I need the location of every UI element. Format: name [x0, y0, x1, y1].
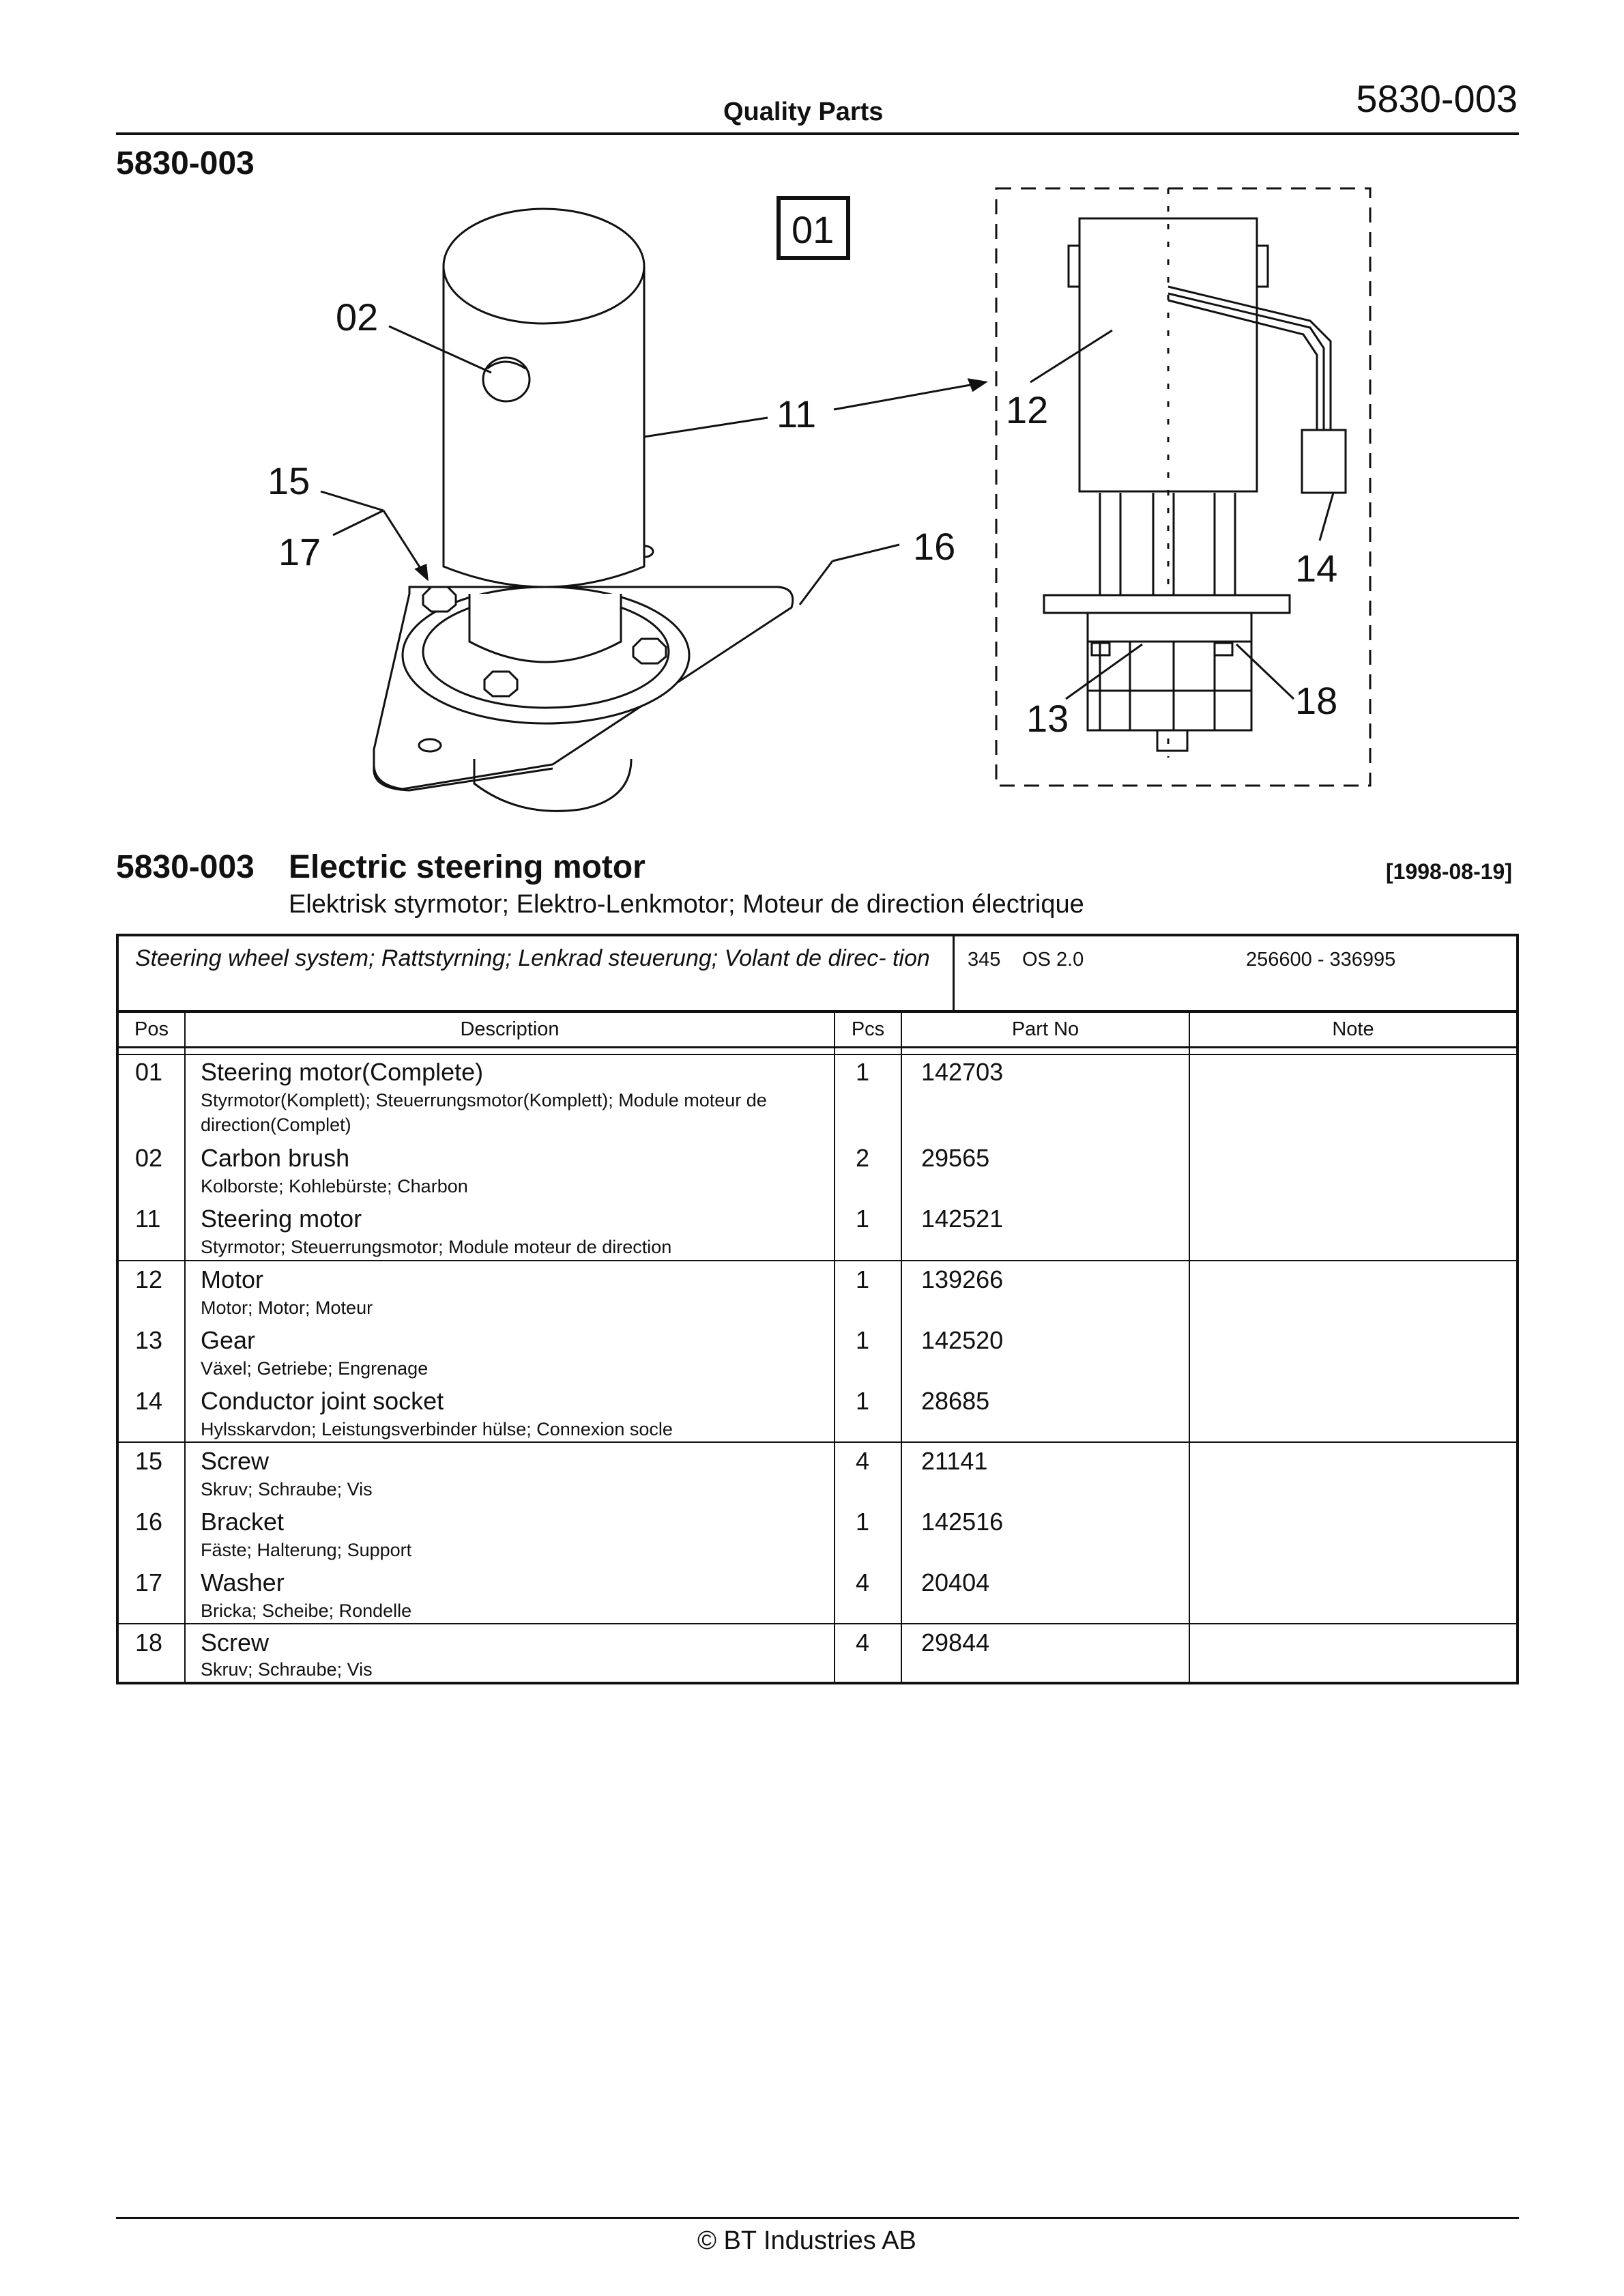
row-name: Screw [201, 1447, 270, 1475]
row-part-no: 29844 [921, 1628, 990, 1656]
callout-13: 13 [1026, 697, 1069, 740]
row-pcs: 1 [856, 1205, 870, 1233]
row-name: Bracket [201, 1508, 285, 1536]
callout-12: 12 [1006, 388, 1048, 431]
system-model: 345 [968, 949, 1001, 971]
row-pcs: 4 [856, 1628, 870, 1656]
row-pcs: 1 [856, 1058, 870, 1086]
row-translations: Bricka; Scheibe; Rondelle [201, 1601, 412, 1621]
row-pcs: 2 [856, 1144, 870, 1172]
header-double-rule [119, 1054, 1516, 1055]
row-translations: Växel; Getriebe; Engrenage [201, 1358, 429, 1379]
callout-14: 14 [1295, 547, 1337, 590]
col-divider [834, 1010, 835, 1684]
row-part-no: 28685 [921, 1387, 990, 1415]
row-part-no: 142703 [921, 1058, 1004, 1086]
header-label: Quality Parts [723, 98, 884, 126]
row-part-no: 142520 [921, 1326, 1004, 1354]
col-divider [901, 1010, 902, 1684]
row-part-no: 142516 [921, 1508, 1004, 1536]
callout-17: 17 [278, 530, 321, 573]
row-translations: Fäste; Halterung; Support [201, 1540, 412, 1560]
row-translations: Hylsskarvdon; Leistungsverbinder hülse; … [201, 1419, 673, 1439]
section-subtitle: Elektrisk styrmotor; Elektro-Lenkmotor; … [289, 890, 1084, 919]
row-pos: 15 [135, 1447, 163, 1475]
parts-table: Steering wheel system; Rattstyrning; Len… [116, 934, 1519, 1684]
row-name: Carbon brush [201, 1144, 350, 1172]
system-description: Steering wheel system; Rattstyrning; Len… [135, 945, 930, 971]
row-pos: 14 [135, 1387, 163, 1415]
row-translations: Motor; Motor; Moteur [201, 1297, 373, 1318]
group-divider [119, 1441, 1516, 1443]
system-divider [953, 936, 955, 1010]
section-title: Electric steering motor [289, 849, 646, 885]
row-pos: 17 [135, 1568, 163, 1596]
row-name: Conductor joint socket [201, 1387, 444, 1415]
row-name: Washer [201, 1568, 285, 1596]
row-pcs: 1 [856, 1265, 870, 1293]
row-pcs: 1 [856, 1326, 870, 1354]
row-part-no: 29565 [921, 1144, 990, 1172]
row-pcs: 1 [856, 1508, 870, 1536]
callout-02: 02 [336, 296, 378, 339]
row-pcs: 4 [856, 1568, 870, 1596]
section-number: 5830-003 [116, 849, 255, 885]
page-id: 5830-003 [1356, 77, 1518, 120]
parts-drawing: 01 02 11 12 14 15 16 17 13 18 [267, 187, 1372, 812]
callout-16: 16 [913, 525, 955, 568]
row-part-no: 21141 [921, 1447, 988, 1475]
row-pos: 01 [135, 1058, 163, 1086]
row-pos: 13 [135, 1326, 163, 1354]
group-divider [119, 1260, 1516, 1261]
callout-11: 11 [777, 392, 816, 435]
row-pcs: 1 [856, 1387, 870, 1415]
row-pos: 16 [135, 1508, 163, 1536]
row-name: Motor [201, 1265, 264, 1293]
row-name: Steering motor [201, 1205, 362, 1233]
row-name: Gear [201, 1326, 256, 1354]
col-header-part-no: Part No [902, 1010, 1189, 1048]
row-translations: Skruv; Schraube; Vis [201, 1659, 373, 1680]
row-name: Steering motor(Complete) [201, 1058, 484, 1086]
header-divider [116, 132, 1519, 135]
col-header-description: Description [186, 1010, 834, 1048]
footer-divider [116, 2217, 1519, 2219]
row-part-no: 139266 [921, 1265, 1004, 1293]
row-pos: 12 [135, 1265, 163, 1293]
system-row: Steering wheel system; Rattstyrning; Len… [119, 936, 1516, 1013]
row-translations: Skruv; Schraube; Vis [201, 1479, 373, 1499]
row-name: Screw [201, 1628, 270, 1656]
row-part-no: 20404 [921, 1568, 990, 1596]
system-serial-range: 256600 - 336995 [1246, 949, 1396, 971]
callout-18: 18 [1295, 679, 1337, 722]
col-header-pcs: Pcs [835, 1010, 901, 1048]
col-divider [1189, 1010, 1190, 1684]
document-number: 5830-003 [116, 145, 255, 182]
group-divider [119, 1623, 1516, 1624]
row-translations: Styrmotor; Steuerrungsmotor; Module mote… [201, 1237, 672, 1257]
row-pos: 18 [135, 1628, 163, 1656]
row-translations: Kolborste; Kohlebürste; Charbon [201, 1176, 468, 1196]
callout-01: 01 [792, 208, 834, 251]
row-translations: Styrmotor(Komplett); Steuerrungsmotor(Ko… [201, 1090, 767, 1135]
row-pcs: 4 [856, 1447, 870, 1475]
system-option: OS 2.0 [1022, 949, 1084, 971]
revision-date: [1998-08-19] [1386, 859, 1512, 884]
col-header-note: Note [1190, 1010, 1516, 1048]
row-pos: 02 [135, 1144, 163, 1172]
row-part-no: 142521 [921, 1205, 1004, 1233]
col-header-pos: Pos [119, 1010, 184, 1048]
callout-15: 15 [267, 459, 310, 502]
row-pos: 11 [135, 1205, 161, 1233]
footer-copyright: © BT Industries AB [697, 2226, 916, 2255]
col-divider [184, 1010, 186, 1684]
